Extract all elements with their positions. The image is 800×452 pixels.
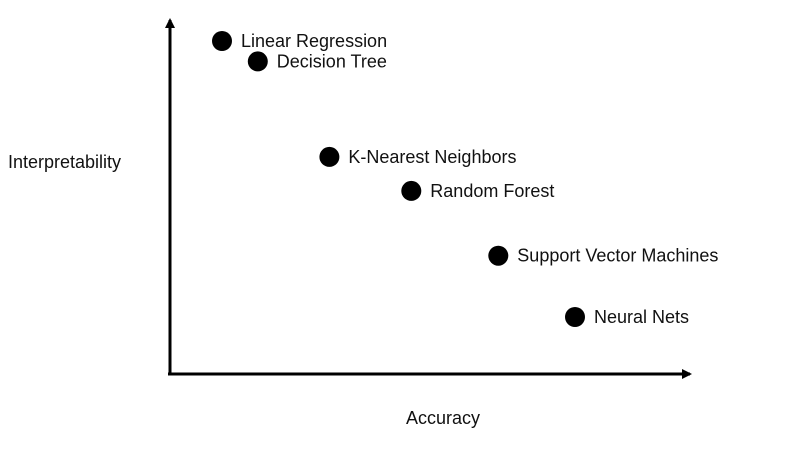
data-point-label: Decision Tree	[277, 51, 387, 71]
data-point-marker	[212, 31, 232, 51]
data-point-label: Support Vector Machines	[517, 246, 718, 266]
x-axis-title: Accuracy	[406, 408, 480, 428]
data-point-marker	[565, 307, 585, 327]
data-point-label: K-Nearest Neighbors	[348, 147, 516, 167]
data-point-marker	[319, 146, 340, 167]
data-point-marker	[488, 245, 509, 266]
data-point-marker	[247, 51, 268, 72]
data-point-label: Linear Regression	[241, 31, 387, 51]
y-axis-title: Interpretability	[8, 152, 121, 172]
data-point-label: Neural Nets	[594, 307, 689, 327]
data-point-label: Random Forest	[430, 181, 554, 201]
data-point-marker	[401, 180, 422, 201]
